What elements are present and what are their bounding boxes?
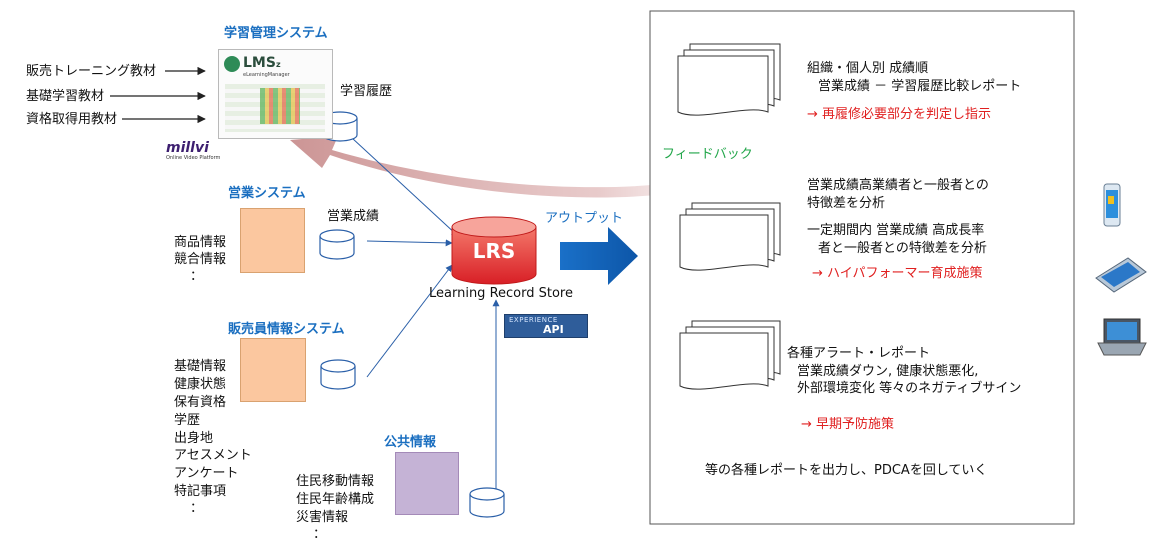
output-label: アウトプット — [545, 211, 624, 226]
staff-item-5: アセスメント — [174, 448, 252, 463]
staff-item-7: 特記事項 — [174, 484, 227, 499]
report-summary: 等の各種レポートを出力し、PDCAを回していく — [705, 463, 988, 478]
db-public — [469, 487, 505, 518]
staff-item-1: 健康状態 — [174, 377, 227, 392]
lms-title: 学習管理システム — [224, 26, 328, 41]
report-doc-icon-2 — [679, 202, 781, 271]
sales-system-title: 営業システム — [228, 186, 306, 201]
sales-item-products: 商品情報 — [174, 235, 227, 250]
report1-line2: 営業成績 － 学習履歴比較レポート — [818, 79, 1022, 94]
laptop-icon — [1097, 318, 1147, 356]
sales-item-competitors: 競合情報 — [174, 252, 227, 267]
report2-line3: 一定期間内 営業成績 高成長率 — [807, 223, 985, 238]
report2-line2: 特徴差を分析 — [807, 196, 886, 211]
staff-system-title: 販売員情報システム — [228, 322, 345, 337]
lms-input-certification: 資格取得用教材 — [26, 112, 118, 127]
connector-sales — [366, 239, 453, 247]
lrs-caption: Learning Record Store — [429, 286, 573, 301]
smartphone-icon — [1103, 183, 1121, 227]
output-arrow — [560, 227, 638, 285]
report2-line1: 営業成績高業績者と一般者との — [807, 178, 989, 193]
report3-line3: 外部環境変化 等々のネガティブサイン — [797, 381, 1022, 396]
lms-logo-caption: eLearningManager — [243, 72, 290, 78]
report1-line1: 組織・個人別 成績順 — [807, 61, 929, 76]
report2-action: → ハイパフォーマー育成施策 — [812, 266, 983, 281]
lrs-label: LRS — [472, 239, 516, 263]
connector-learning — [351, 137, 459, 237]
public-info-title: 公共情報 — [384, 435, 437, 450]
lrs-cylinder — [451, 216, 537, 285]
millvi-logo: millvi — [166, 140, 209, 156]
report1-action: → 再履修必要部分を判定し指示 — [807, 107, 992, 122]
public-item-1: 住民年齢構成 — [296, 492, 375, 507]
staff-item-0: 基礎情報 — [174, 359, 227, 374]
lms-logo-icon — [224, 56, 240, 72]
public-info-box — [395, 452, 459, 515]
staff-item-4: 出身地 — [174, 431, 214, 446]
staff-item-3: 学歴 — [174, 413, 201, 428]
lms-logo-text: LMSz — [243, 55, 281, 71]
staff-item-2: 保有資格 — [174, 395, 227, 410]
staff-item-6: アンケート — [174, 466, 239, 481]
lms-table-preview — [225, 84, 325, 132]
report3-action: → 早期予防施策 — [801, 417, 895, 432]
lms-input-sales-training: 販売トレーニング教材 — [26, 64, 157, 79]
report-doc-icon-1 — [677, 43, 781, 116]
public-item-3: ： — [313, 527, 327, 542]
lms-screenshot: LMSz eLearningManager — [218, 49, 333, 139]
sales-system-box — [240, 208, 305, 273]
lms-input-basic: 基礎学習教材 — [26, 89, 105, 104]
report3-line1: 各種アラート・レポート — [787, 346, 931, 361]
db-staff — [320, 359, 356, 390]
report3-line2: 営業成績ダウン, 健康状態悪化, — [797, 364, 979, 379]
sales-results-label: 営業成績 — [327, 209, 380, 224]
learning-history-label: 学習履歴 — [340, 84, 393, 99]
staff-system-box — [240, 338, 306, 402]
public-item-2: 災害情報 — [296, 510, 349, 525]
tablet-icon — [1095, 257, 1147, 293]
public-item-0: 住民移動情報 — [296, 474, 375, 489]
connector-staff — [366, 264, 453, 378]
db-sales-results — [319, 229, 355, 260]
sales-item-more: ： — [190, 269, 204, 284]
millvi-caption: Online Video Platform — [166, 155, 221, 161]
report2-line4: 者と一般者との特徴差を分析 — [818, 241, 987, 256]
xapi-logo: EXPERIENCE API — [504, 314, 588, 338]
report-doc-icon-3 — [679, 320, 781, 390]
feedback-label: フィードバック — [662, 147, 753, 162]
staff-item-8: ： — [190, 501, 204, 516]
